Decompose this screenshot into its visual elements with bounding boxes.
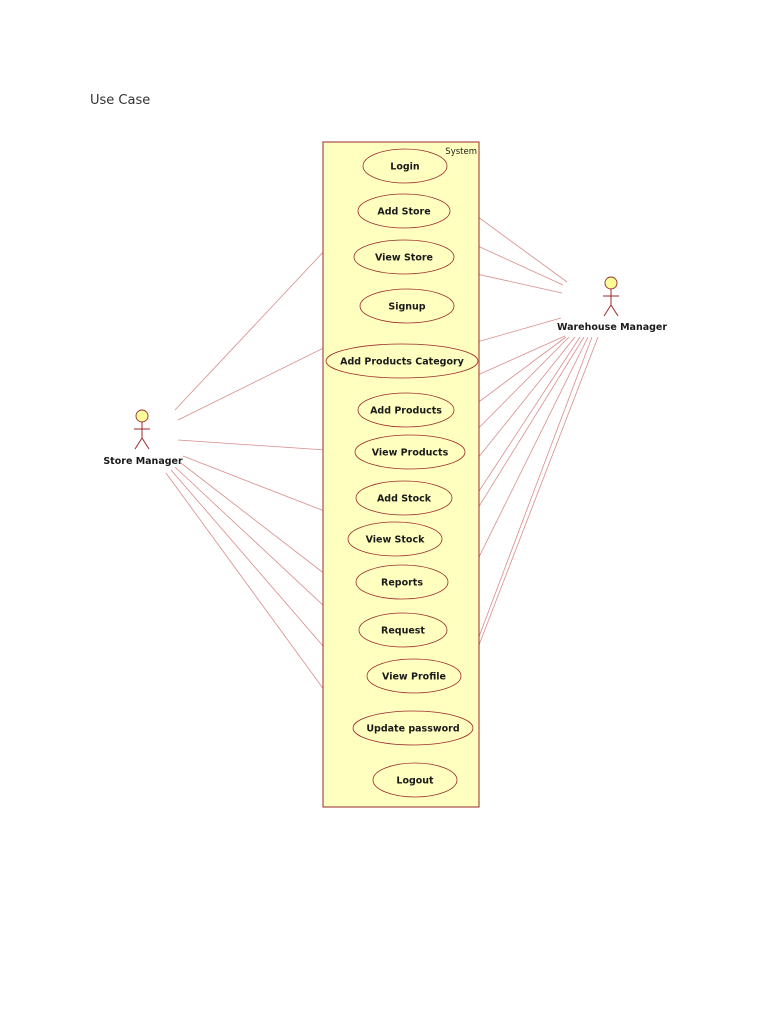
use-case-label: Add Store: [377, 207, 430, 218]
use-case-view-profile: View Profile: [366, 658, 462, 694]
use-case-ellipse: [355, 480, 453, 516]
use-case-signup: Signup: [359, 288, 455, 324]
use-case-add-products: Add Products: [357, 392, 455, 428]
use-case-label: View Products: [372, 448, 449, 459]
use-case-ellipse: [352, 710, 474, 746]
actor-warehouse-manager: Warehouse Manager: [557, 276, 667, 333]
use-case-ellipse: [362, 148, 448, 184]
use-case-request: Request: [358, 612, 448, 648]
use-case-view-products: View Products: [354, 434, 466, 470]
use-case-ellipse: [357, 392, 455, 428]
use-case-ellipse: [354, 434, 466, 470]
actor-stick-figure-icon: [603, 276, 619, 317]
use-case-label: Login: [390, 162, 420, 173]
actor-store-manager: Store Manager: [103, 409, 183, 467]
use-case-view-stock: View Stock: [347, 521, 443, 557]
use-case-ellipse: [325, 343, 479, 379]
actor-stick-figure-icon: [134, 409, 150, 450]
use-case-ellipse: [355, 564, 449, 600]
actor-label: Warehouse Manager: [557, 322, 667, 333]
use-case-label: Signup: [388, 302, 425, 313]
use-case-ellipse: [366, 658, 462, 694]
association-warehouse-add-products-category: [469, 317, 562, 345]
page-heading: Use Case: [90, 93, 151, 108]
system-label: System: [445, 147, 477, 157]
use-case-add-products-category: Add Products Category: [325, 343, 479, 379]
use-case-ellipse: [353, 239, 455, 275]
use-case-label: Add Stock: [377, 494, 432, 505]
use-case-ellipse: [372, 762, 458, 798]
use-case-label: View Stock: [366, 535, 426, 546]
use-case-label: View Profile: [382, 672, 446, 683]
use-case-label: Request: [381, 626, 425, 637]
use-case-login: Login: [362, 148, 448, 184]
actors-layer: Store Manager Warehouse Manager: [103, 276, 667, 467]
use-case-label: Add Products Category: [340, 357, 465, 368]
use-case-label: Add Products: [370, 406, 442, 417]
use-case-reports: Reports: [355, 564, 449, 600]
use-case-label: Update password: [366, 724, 459, 735]
use-case-add-stock: Add Stock: [355, 480, 453, 516]
actor-label: Store Manager: [103, 456, 183, 467]
use-case-ellipse: [347, 521, 443, 557]
use-case-view-store: View Store: [353, 239, 455, 275]
use-case-ellipse: [359, 288, 455, 324]
association-store-view-stock: [182, 455, 351, 522]
use-case-update-password: Update password: [352, 710, 474, 746]
use-case-label: Logout: [396, 776, 434, 787]
use-case-label: Reports: [381, 578, 423, 589]
use-case-ellipse: [358, 612, 448, 648]
use-case-logout: Logout: [372, 762, 458, 798]
use-case-ellipse: [357, 193, 451, 229]
use-case-label: View Store: [375, 253, 433, 264]
use-case-add-store: Add Store: [357, 193, 451, 229]
